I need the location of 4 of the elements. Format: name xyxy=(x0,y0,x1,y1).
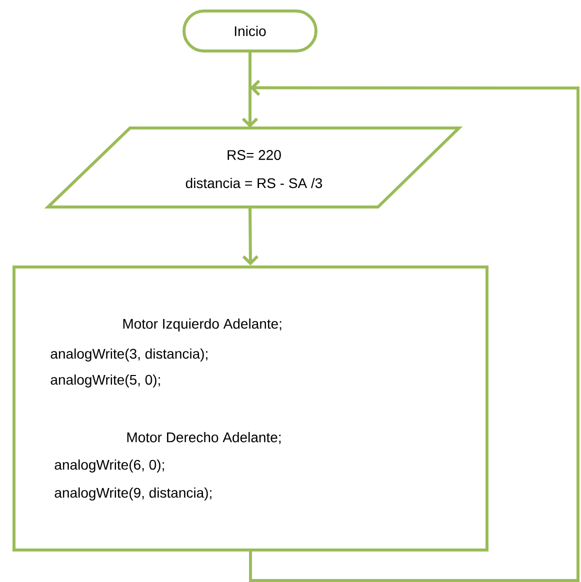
arrow xyxy=(242,52,258,128)
arrow xyxy=(242,207,258,266)
start-terminator: Inicio xyxy=(182,10,318,52)
process-box: Motor Izquierdo Adelante; analogWrite(3, distancia); analogWrite(5, 0); Motor Derecho Adelante; analogWrite(6, 0); analogWrite(9, distancia); xyxy=(12,266,488,552)
